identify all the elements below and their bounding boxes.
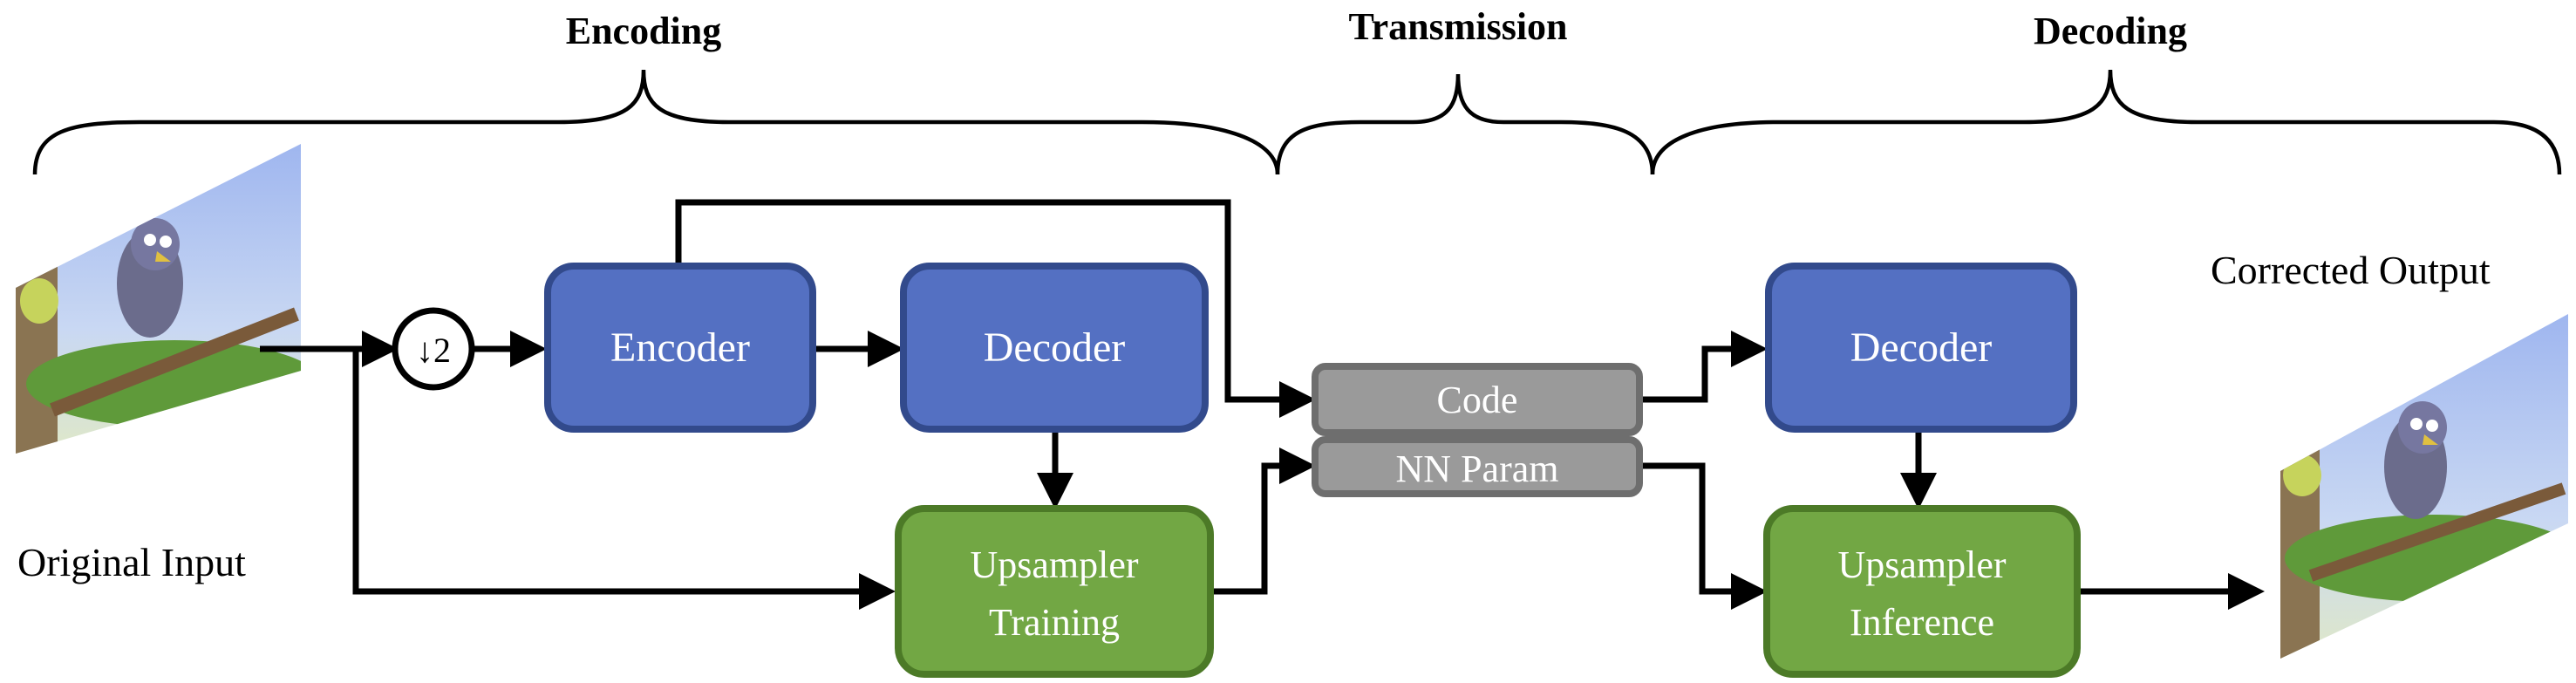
upsampler-training-block: Upsampler Training bbox=[895, 505, 1214, 678]
edge-nnparam-to-upsampler-inference bbox=[1639, 462, 1768, 610]
code-block: Code bbox=[1312, 363, 1643, 436]
edge-upsampler-to-nnparam bbox=[1210, 447, 1316, 595]
upsampler-inference-line1: Upsampler bbox=[1837, 543, 2006, 586]
downsample-node: ↓2 bbox=[392, 307, 475, 391]
upsampler-inference-block: Upsampler Inference bbox=[1763, 505, 2081, 678]
encoder-label: Encoder bbox=[610, 324, 750, 371]
transmission-header: Transmission bbox=[1348, 5, 1567, 48]
decoding-brace bbox=[1650, 69, 2562, 175]
decoder-decoding-label: Decoder bbox=[1850, 324, 1993, 371]
decoding-header: Decoding bbox=[2034, 10, 2187, 52]
code-label: Code bbox=[1437, 379, 1518, 421]
upsampler-inference-line2: Inference bbox=[1850, 601, 1994, 644]
encoding-brace bbox=[32, 69, 1280, 175]
nn-param-block: NN Param bbox=[1312, 436, 1643, 497]
downsample-label: ↓2 bbox=[416, 331, 451, 370]
original-input-label: Original Input bbox=[17, 540, 246, 584]
output-frame-icon bbox=[2280, 314, 2568, 659]
encoder-block: Encoder bbox=[544, 263, 816, 433]
upsampler-training-line1: Upsampler bbox=[970, 543, 1138, 586]
edge-code-to-decoder bbox=[1639, 331, 1768, 403]
corrected-output-label: Corrected Output bbox=[2211, 248, 2491, 292]
connectors bbox=[260, 199, 2265, 610]
transmission-brace bbox=[1275, 73, 1655, 175]
decoder-decoding-block: Decoder bbox=[1765, 263, 2077, 433]
decoder-encoding-label: Decoder bbox=[984, 324, 1126, 371]
edge-encoder-to-code bbox=[675, 199, 1316, 418]
encoding-header: Encoding bbox=[566, 10, 722, 52]
decoder-encoding-block: Decoder bbox=[900, 263, 1209, 433]
input-frame-icon bbox=[16, 144, 301, 454]
upsampler-training-line2: Training bbox=[989, 601, 1120, 644]
nn-param-label: NN Param bbox=[1396, 447, 1559, 490]
edge-input-to-upsampler-training bbox=[352, 349, 896, 610]
